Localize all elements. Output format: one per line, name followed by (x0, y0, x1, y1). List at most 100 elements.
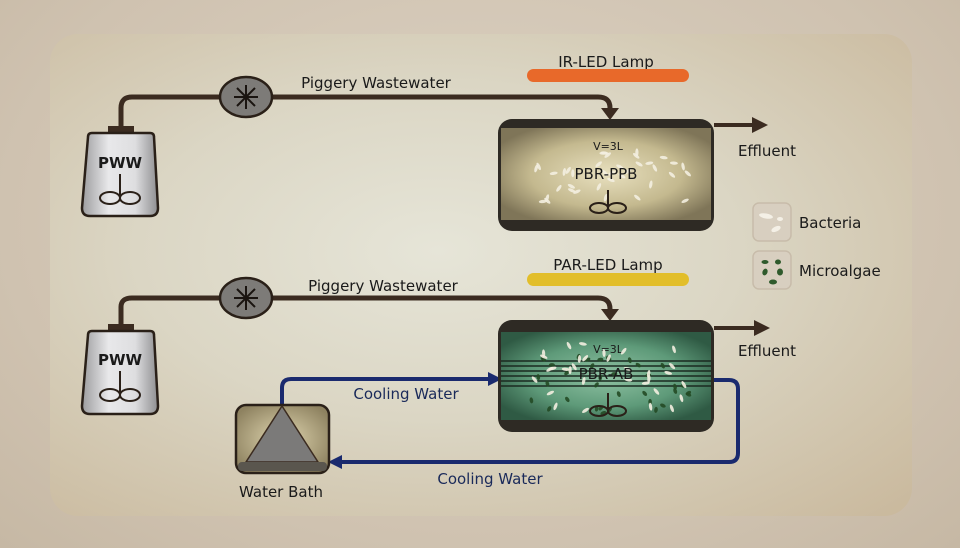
microalga (654, 406, 658, 413)
bacterium (596, 183, 602, 191)
bacterium (607, 177, 615, 183)
cooling-inflow-arrow-icon (488, 372, 502, 386)
bacterium (546, 390, 555, 396)
bacterium (659, 155, 668, 160)
bacterium (577, 355, 582, 363)
bacterium (582, 407, 589, 413)
microalga (564, 370, 570, 376)
effluent-label: Effluent (738, 342, 796, 360)
stirrer-icon (99, 371, 141, 402)
reactor-volume: V=3L (593, 140, 624, 153)
bacterium (568, 366, 572, 375)
bacterium (681, 198, 689, 204)
bacterium (581, 377, 586, 385)
microalga (660, 362, 665, 369)
pww-tank-bottom: PWW (80, 324, 160, 416)
bacterium (604, 152, 612, 158)
bacterium (549, 171, 558, 175)
par-led-lamp (527, 273, 689, 286)
legend-label: Bacteria (799, 214, 861, 232)
inflow-arrow-icon (601, 309, 619, 321)
bacterium (669, 404, 674, 413)
bacterium (635, 161, 643, 167)
ir-led-lamp (527, 69, 689, 82)
bacterium (571, 169, 575, 178)
effluent-arrow-icon (754, 320, 770, 336)
bacterium (623, 367, 632, 371)
microalga (611, 372, 618, 376)
microalga (642, 390, 648, 396)
bacteria-icon (759, 213, 783, 233)
cooling-return-arrow-icon (328, 455, 342, 469)
bacterium (544, 197, 551, 204)
microalga (685, 392, 692, 397)
bacterium (562, 167, 566, 176)
microalga (529, 397, 534, 404)
microalga (565, 396, 570, 403)
microalga (673, 383, 677, 390)
bacterium (566, 341, 572, 350)
bacterium (679, 394, 684, 403)
wastewater-pipe-top (118, 94, 613, 130)
microalga (598, 374, 603, 381)
wastewater-pipe-bottom (118, 295, 613, 328)
bacterium (582, 355, 589, 362)
bacterium (616, 164, 624, 170)
effluent-label: Effluent (738, 142, 796, 160)
bacterium (602, 349, 606, 357)
pww-tank-top: PWW (80, 126, 160, 218)
cooling-label-bottom: Cooling Water (437, 470, 543, 488)
tank-label: PWW (98, 351, 143, 369)
bacterium (647, 374, 651, 383)
microalga (635, 362, 641, 368)
bacterium (681, 381, 687, 389)
bacterium (536, 162, 541, 171)
bacterium (608, 170, 616, 176)
bacterium (684, 170, 691, 177)
bacterium (567, 183, 576, 189)
microalga (545, 380, 550, 387)
bacterium (599, 151, 608, 155)
effluent-arrow-icon (752, 117, 768, 133)
bacterium (634, 194, 641, 201)
lamp-label: PAR-LED Lamp (553, 256, 662, 274)
microalga (547, 406, 552, 412)
bacterium (664, 371, 673, 375)
microalga (627, 357, 632, 364)
pump-icon[interactable] (218, 276, 274, 320)
legend-label: Microalgae (799, 262, 881, 280)
stirrer-icon (589, 190, 627, 214)
bacterium (653, 388, 660, 395)
legend-item-microalgae: Microalgae (752, 250, 881, 290)
bacterium (625, 167, 632, 174)
bacterium (548, 366, 557, 371)
stirrer-icon (589, 393, 627, 417)
bacterium (571, 363, 577, 371)
microalga (597, 357, 604, 362)
cooling-label-top: Cooling Water (353, 385, 459, 403)
microalga (594, 382, 599, 388)
bacterium (632, 152, 640, 159)
bacterium (669, 161, 678, 165)
bacterium (556, 184, 562, 192)
bacterium (620, 347, 627, 355)
flow-label: Piggery Wastewater (301, 74, 452, 92)
reactor-label: PBR-AB (579, 365, 634, 383)
tank-label: PWW (98, 154, 143, 172)
bacterium (645, 161, 654, 165)
bacterium (595, 161, 602, 168)
bacterium (668, 171, 676, 178)
bacterium (538, 199, 547, 204)
microalga (536, 374, 541, 381)
bacterium (618, 173, 626, 179)
bacterium (669, 363, 676, 370)
water-bath-label: Water Bath (239, 483, 323, 501)
legend-item-bacteria: Bacteria (752, 202, 861, 242)
bacterium (603, 193, 608, 202)
pump-icon[interactable] (218, 75, 274, 119)
reactor-label: PBR-PPB (575, 165, 638, 183)
reactor-pbr-ppb: V=3L PBR-PPB (498, 119, 714, 231)
microalga (673, 388, 678, 394)
bottom-process-line: PWW Piggery Wastewater PAR-LED Lamp Cool… (80, 256, 796, 501)
bacterium (540, 354, 548, 359)
